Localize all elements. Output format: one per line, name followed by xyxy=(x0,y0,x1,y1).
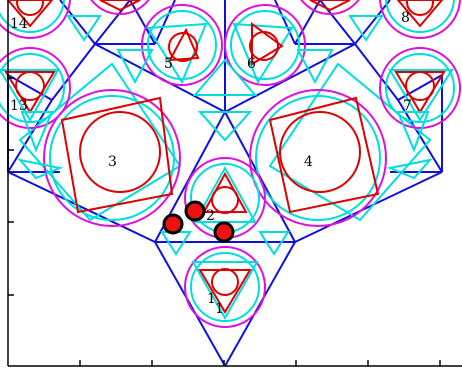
highlighted-points xyxy=(162,200,235,243)
label-5: 5 xyxy=(164,56,173,72)
label-14: 14 xyxy=(10,16,28,32)
cell-1 xyxy=(184,246,266,328)
label-8: 8 xyxy=(401,10,410,26)
point-c xyxy=(213,221,235,243)
cell-5 xyxy=(141,4,223,86)
cell-13 xyxy=(0,47,71,129)
top-partial-cells xyxy=(66,0,384,42)
point-b xyxy=(184,200,206,222)
cell-4 xyxy=(249,62,432,227)
axis-frame xyxy=(7,0,462,367)
label-6: 6 xyxy=(247,56,256,72)
label-4: 4 xyxy=(304,154,313,170)
cell-labels: 14 8 5 6 13 7 3 4 2 1 1 xyxy=(10,10,412,317)
label-1-second: 1 xyxy=(215,301,224,317)
point-a xyxy=(162,213,184,235)
cell-7 xyxy=(379,47,461,129)
cell-6 xyxy=(224,4,306,86)
cell-8 xyxy=(379,0,461,39)
label-2: 2 xyxy=(206,208,215,224)
label-13: 13 xyxy=(10,98,28,114)
connector-triangles xyxy=(17,49,433,256)
cell-14 xyxy=(0,0,71,39)
label-7: 7 xyxy=(403,98,412,114)
cell-3 xyxy=(18,62,182,227)
label-3: 3 xyxy=(108,154,117,170)
label-1: 1 xyxy=(207,291,216,307)
